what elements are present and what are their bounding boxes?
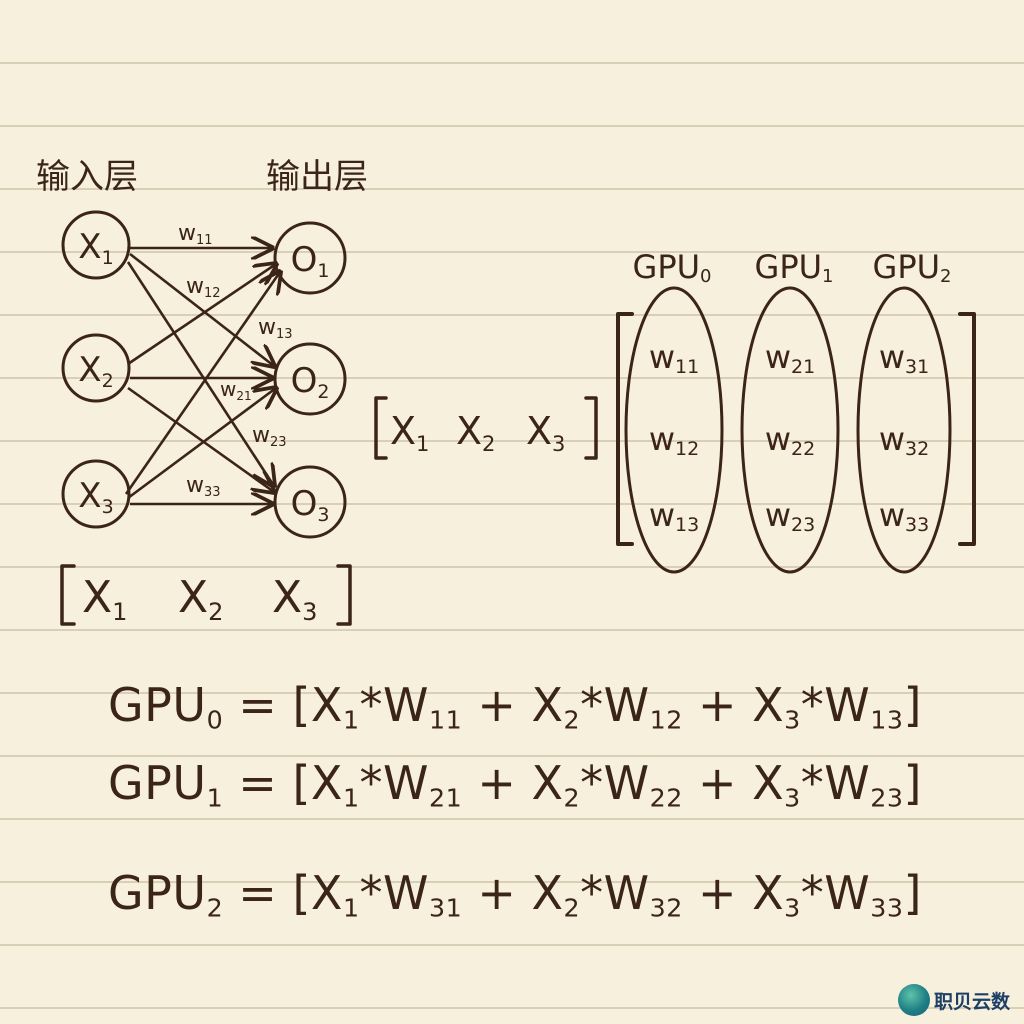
matrix-entry: w22 <box>765 420 815 460</box>
vector-entry: X <box>178 572 208 623</box>
output-node-o1: O1 <box>273 221 347 295</box>
watermark: 职贝云数 <box>898 982 1020 1018</box>
svg-text:X1: X1 <box>78 227 113 269</box>
gpu-label: GPU1 <box>755 248 834 287</box>
vector-subscript: 2 <box>482 432 495 456</box>
svg-text:X2: X2 <box>456 409 495 456</box>
node-subscript: 3 <box>102 496 114 518</box>
svg-text:O2: O2 <box>291 361 330 403</box>
input-vector-middle: X1 X2 X3 <box>374 396 598 460</box>
equation-gpu0: GPU0 = [X1*W11 + X2*W12 + X3*W13] <box>108 678 922 735</box>
edge-label-w13: w13 <box>258 315 293 342</box>
input-node-x3: X3 <box>61 459 131 529</box>
weight-matrix: GPU0 w11 w12 w13 GPU1 w21 w22 w23 GPU2 w… <box>616 248 976 574</box>
equation-gpu2: GPU2 = [X1*W31 + X2*W32 + X3*W33] <box>108 866 922 923</box>
node-letter: X <box>78 227 101 267</box>
node-letter: O <box>291 240 318 280</box>
gpu-partition-ellipse <box>624 286 724 574</box>
svg-text:X3: X3 <box>526 409 565 456</box>
svg-text:X2: X2 <box>178 572 223 626</box>
matrix-entry: w21 <box>765 338 815 378</box>
vector-entry: X <box>526 409 552 453</box>
vector-subscript: 2 <box>208 598 223 626</box>
svg-text:X3: X3 <box>78 476 113 518</box>
vector-subscript: 1 <box>112 598 127 626</box>
node-subscript: 1 <box>317 260 329 282</box>
output-layer-label: 输出层 <box>266 157 368 197</box>
node-subscript: 2 <box>317 381 329 403</box>
input-layer-label: 输入层 <box>36 157 138 197</box>
matrix-entry: w13 <box>649 496 699 536</box>
vector-entry: X <box>272 572 302 623</box>
matrix-entry: w12 <box>649 420 699 460</box>
matrix-entry: w31 <box>879 338 929 378</box>
matrix-entry: w23 <box>765 496 815 536</box>
gpu-label: GPU0 <box>633 248 712 287</box>
matrix-entry: w33 <box>879 496 929 536</box>
output-node-o2: O2 <box>273 342 347 416</box>
node-letter: X <box>78 350 101 390</box>
edge-x1-o2 <box>129 252 274 366</box>
svg-text:X2: X2 <box>78 350 113 392</box>
svg-text:X1: X1 <box>390 409 429 456</box>
vector-subscript: 3 <box>552 432 565 456</box>
edge-label-w21: w21 <box>220 377 252 403</box>
edge-x2-o1 <box>127 264 276 366</box>
gpu-partition-ellipse <box>740 286 840 574</box>
input-node-x1: X1 <box>61 210 131 280</box>
edge-label-w11: w11 <box>178 221 213 248</box>
equation-gpu1: GPU1 = [X1*W21 + X2*W22 + X3*W23] <box>108 756 922 813</box>
svg-text:O3: O3 <box>291 484 330 526</box>
gpu2-column: GPU2 w31 w32 w33 <box>856 248 952 574</box>
input-vector-bottom: X1 X2 X3 <box>60 564 352 626</box>
vector-subscript: 1 <box>416 432 429 456</box>
gpu-partition-ellipse <box>856 286 952 574</box>
edge-weight-labels: w11 w12 w13 w21 w23 w33 <box>178 221 293 500</box>
vector-entry: X <box>456 409 482 453</box>
vector-entry: X <box>82 572 112 623</box>
connection-arrows <box>124 248 280 504</box>
edge-label-w33: w33 <box>186 473 221 500</box>
node-letter: O <box>291 361 318 401</box>
edge-x3-o2 <box>127 388 276 500</box>
svg-text:X3: X3 <box>272 572 317 626</box>
watermark-text: 职贝云数 <box>934 990 1011 1013</box>
output-node-o3: O3 <box>273 465 347 539</box>
edge-x2-o3 <box>127 386 274 492</box>
svg-text:O1: O1 <box>291 240 330 282</box>
edge-x1-o3 <box>126 261 274 486</box>
gpu-label: GPU2 <box>873 248 952 287</box>
vector-subscript: 3 <box>302 598 317 626</box>
input-node-x2: X2 <box>61 333 131 403</box>
node-subscript: 2 <box>102 370 114 392</box>
node-letter: O <box>291 484 318 524</box>
vector-entry: X <box>390 409 416 453</box>
edge-label-w23: w23 <box>252 423 287 450</box>
svg-text:X1: X1 <box>82 572 127 626</box>
edge-x3-o1 <box>124 272 280 495</box>
matrix-entry: w32 <box>879 420 929 460</box>
gpu1-column: GPU1 w21 w22 w23 <box>740 248 840 574</box>
node-letter: X <box>78 476 101 516</box>
node-subscript: 1 <box>102 247 114 269</box>
gpu0-column: GPU0 w11 w12 w13 <box>624 248 724 574</box>
matrix-entry: w11 <box>649 338 699 378</box>
edge-label-w12: w12 <box>186 274 221 301</box>
node-subscript: 3 <box>317 504 329 526</box>
watermark-logo-icon <box>898 984 930 1016</box>
